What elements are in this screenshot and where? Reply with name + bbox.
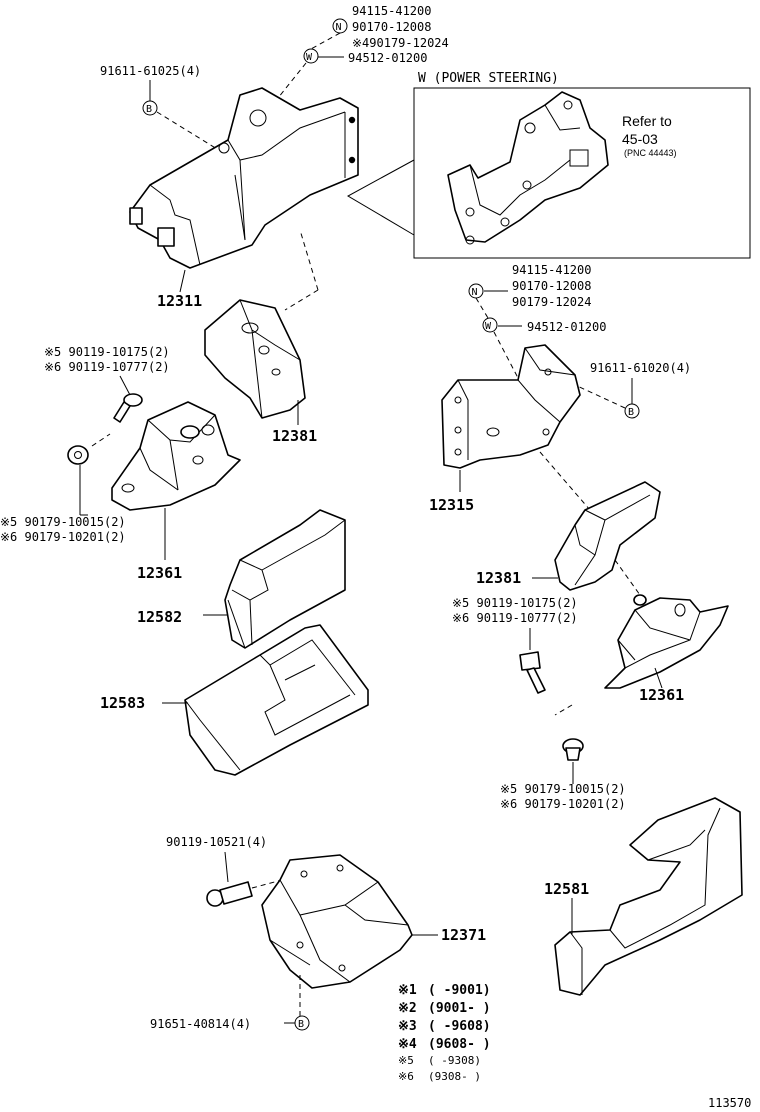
- left-nut-callout-5: ※5 90179-10015(2): [0, 515, 126, 529]
- right-bolt-icon: [519, 651, 546, 694]
- legend-range-3: ( -9608): [428, 1019, 491, 1034]
- b-marker-rear-letter: B: [298, 1019, 304, 1030]
- rear-bolt-icon: [206, 881, 253, 907]
- insulator-lower-left: [111, 401, 241, 511]
- top-callouts: 94115-41200 N 90170-12008 ※490179-12024 …: [100, 4, 449, 153]
- inset-refer-line3: (PNC 44443): [624, 148, 677, 158]
- right-b-bolt: 91611-61020(4): [590, 361, 691, 375]
- insulator-lower-left-number: 12361: [137, 564, 182, 582]
- right-bolt-callout-5: ※5 90119-10175(2): [452, 596, 578, 610]
- power-steering-inset: W (POWER STEERING) Refer to 45-03 (PNC 4…: [346, 71, 751, 259]
- right-bolt-callout-6: ※6 90119-10777(2): [452, 611, 578, 625]
- w-marker-right-icon: [482, 317, 498, 333]
- engine-bracket-12315: [441, 344, 581, 469]
- rear-b-bolt-callout: 91651-40814(4): [150, 1017, 251, 1031]
- w-marker-icon: [303, 48, 319, 64]
- cover-upper-left-number: 12582: [137, 608, 182, 626]
- insulator-upper-right-number: 12381: [476, 569, 521, 587]
- cover-right: [554, 797, 743, 996]
- legend-mark-4: ※4: [398, 1037, 417, 1052]
- legend-mark-3: ※3: [398, 1019, 417, 1034]
- legend-mark-5: ※5: [398, 1054, 414, 1067]
- right-n-part-3: 90179-12024: [512, 295, 591, 309]
- right-callouts: 94115-41200 N 90170-12008 90179-12024 W …: [468, 263, 691, 421]
- insulator-lower-right: [604, 594, 729, 689]
- n-marker-right-letter: N: [472, 287, 478, 298]
- w-marker-letter: W: [306, 52, 313, 63]
- insulator-upper-right: [554, 481, 661, 591]
- top-n-part-1: 94115-41200: [352, 4, 431, 18]
- legend-range-1: ( -9001): [428, 983, 491, 998]
- insulator-lower-right-number: 12361: [639, 686, 684, 704]
- right-nut-callout-6: ※6 90179-10201(2): [500, 797, 626, 811]
- left-nut-icon: [67, 445, 89, 465]
- inset-refer-line1: Refer to: [622, 113, 672, 129]
- top-n-part-3: ※490179-12024: [352, 36, 449, 50]
- b-marker-letter: B: [146, 104, 152, 115]
- figure-id: 113570: [708, 1096, 751, 1110]
- left-nut-callout-6: ※6 90179-10201(2): [0, 530, 126, 544]
- right-n-part-1: 94115-41200: [512, 263, 591, 277]
- legend: ※1 ( -9001) ※2 (9001- ) ※3 ( -9608) ※4 (…: [398, 983, 491, 1083]
- inset-refer-line2: 45-03: [622, 131, 658, 147]
- right-w-part: 94512-01200: [527, 320, 606, 334]
- legend-range-5: ( -9308): [428, 1054, 481, 1067]
- rear-mount-number: 12371: [441, 926, 486, 944]
- rear-mount-12371: [261, 854, 413, 989]
- engine-bracket-12311: [129, 87, 359, 269]
- cover-lower-left-number: 12583: [100, 694, 145, 712]
- legend-range-2: (9001- ): [428, 1001, 491, 1016]
- left-bolt-callout-5: ※5 90119-10175(2): [44, 345, 170, 359]
- top-b-bolt: 91611-61025(4): [100, 64, 201, 78]
- legend-mark-6: ※6: [398, 1070, 414, 1083]
- bracket-right-number: 12315: [429, 496, 474, 514]
- cover-upper-left: [224, 509, 346, 649]
- left-bolt-icon: [113, 393, 143, 423]
- cover-lower-left: [184, 624, 369, 776]
- w-marker-right-letter: W: [485, 321, 492, 332]
- insulator-upper-left: [204, 299, 306, 419]
- b-marker-right-letter: B: [628, 407, 634, 418]
- top-n-part-2: 90170-12008: [352, 20, 431, 34]
- left-bolt-callout-6: ※6 90119-10777(2): [44, 360, 170, 374]
- right-n-part-2: 90170-12008: [512, 279, 591, 293]
- right-nut-callout-5: ※5 90179-10015(2): [500, 782, 626, 796]
- legend-range-6: (9308- ): [428, 1070, 481, 1083]
- legend-mark-2: ※2: [398, 1001, 417, 1016]
- inset-title: W (POWER STEERING): [418, 71, 559, 86]
- n-marker-letter: N: [336, 22, 342, 33]
- insulator-upper-left-number: 12381: [272, 427, 317, 445]
- right-nut-icon: [562, 738, 584, 761]
- bracket-left-number: 12311: [157, 292, 202, 310]
- legend-mark-1: ※1: [398, 983, 417, 998]
- rear-bolt-callout: 90119-10521(4): [166, 835, 267, 849]
- top-w-part: 94512-01200: [348, 51, 427, 65]
- cover-right-number: 12581: [544, 880, 589, 898]
- inset-frame: [413, 87, 751, 259]
- legend-range-4: (9608- ): [428, 1037, 491, 1052]
